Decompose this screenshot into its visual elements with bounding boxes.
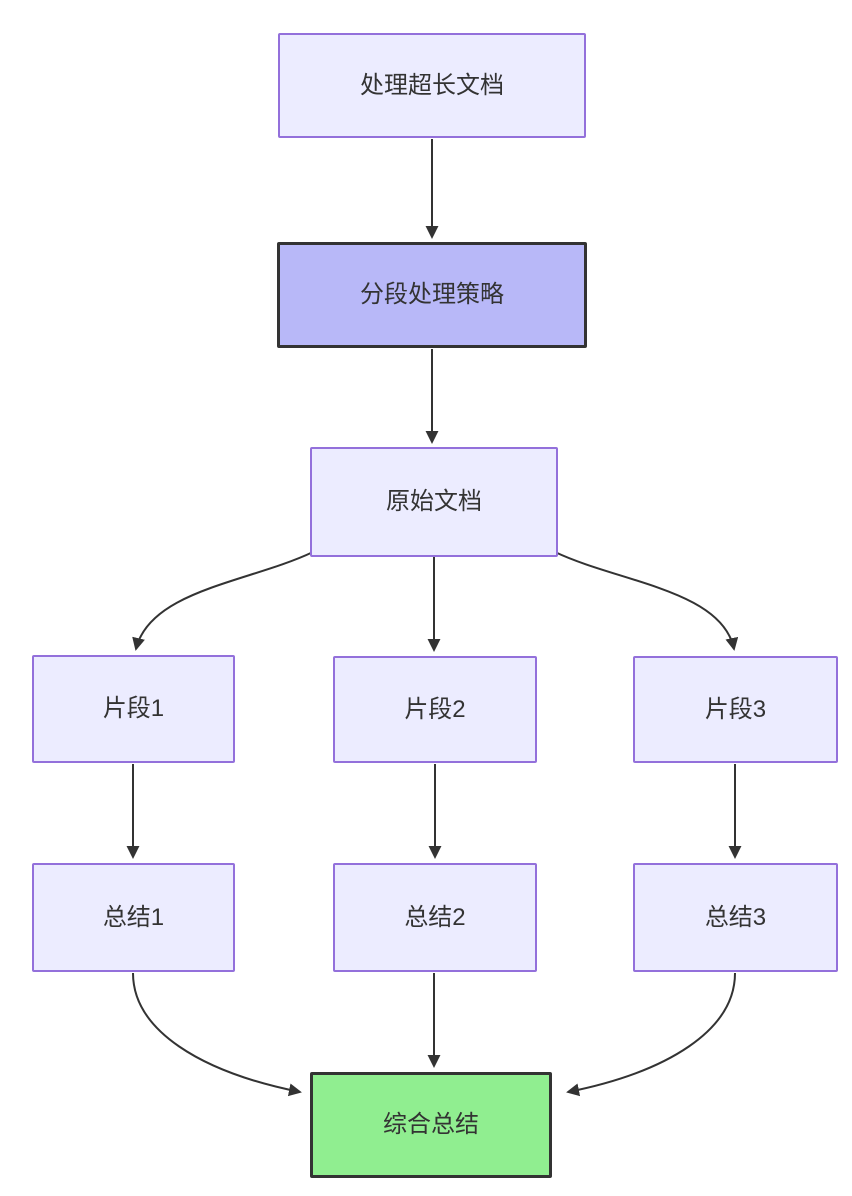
node-combined-summary: 综合总结 — [310, 1072, 552, 1178]
edge-C-D1 — [132, 551, 314, 651]
edge-E3-F — [566, 972, 736, 1097]
node-summary-1: 总结1 — [32, 863, 235, 972]
node-original-doc: 原始文档 — [310, 447, 558, 557]
edge-E1-F — [132, 972, 302, 1097]
edge-C-D3 — [554, 551, 739, 651]
node-summary-2: 总结2 — [333, 863, 537, 972]
node-fragment-3: 片段3 — [633, 656, 838, 763]
node-label: 分段处理策略 — [360, 281, 504, 309]
node-label: 总结1 — [102, 903, 165, 931]
node-label: 综合总结 — [383, 1111, 479, 1139]
node-label: 处理超长文档 — [360, 71, 504, 99]
node-label: 片段2 — [404, 695, 466, 723]
node-label: 片段1 — [102, 695, 165, 723]
node-summary-3: 总结3 — [633, 863, 838, 972]
node-label: 总结3 — [704, 903, 767, 931]
node-segment-strategy: 分段处理策略 — [277, 242, 587, 348]
node-process-long-doc: 处理超长文档 — [278, 33, 586, 138]
node-label: 片段3 — [704, 695, 767, 723]
node-fragment-1: 片段1 — [32, 655, 235, 763]
node-label: 总结2 — [404, 903, 466, 931]
node-label: 原始文档 — [386, 488, 482, 516]
node-fragment-2: 片段2 — [333, 656, 537, 763]
